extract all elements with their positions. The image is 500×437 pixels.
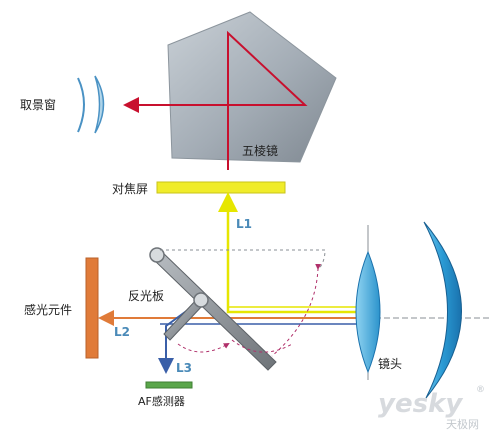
reflex-mirror-pivot — [149, 247, 165, 263]
af-sensor — [145, 381, 193, 389]
viewfinder-lens-rear — [94, 75, 105, 134]
label-viewfinder: 取景窗 — [20, 98, 56, 112]
mirror-swing-upper-arc — [160, 249, 326, 271]
label-lens: 镜头 — [378, 356, 402, 371]
secondary-mirror-pivot — [193, 292, 209, 308]
pentaprism-body — [167, 11, 337, 163]
front-lens-element — [423, 221, 462, 399]
beam-label-l3: L3 — [176, 361, 192, 375]
watermark-mark: ® — [476, 385, 485, 395]
beam-label-l2: L2 — [114, 325, 130, 339]
label-pentaprism: 五棱镜 — [242, 143, 278, 158]
mirror-swing-right-lower — [231, 339, 293, 353]
camera-lens-element — [355, 250, 381, 374]
watermark-sub: 天极网 — [446, 417, 479, 431]
beam-label-l1: L1 — [236, 217, 252, 231]
image-sensor — [85, 257, 99, 359]
label-reflex-mirror: 反光板 — [128, 289, 164, 303]
label-focusing-screen: 对焦屏 — [112, 182, 148, 196]
watermark-brand: yesky — [378, 389, 463, 419]
label-image-sensor: 感光元件 — [24, 302, 72, 317]
mirror-swing-right-arc — [271, 263, 322, 357]
focusing-screen — [156, 181, 286, 194]
label-af-sensor: AF感测器 — [138, 395, 185, 408]
light-path-l1 — [218, 192, 360, 314]
reflex-mirror — [151, 249, 277, 371]
viewfinder-ray — [123, 30, 308, 170]
viewfinder-lens-front — [77, 77, 85, 133]
mirror-swing-lower-arc — [177, 343, 230, 353]
